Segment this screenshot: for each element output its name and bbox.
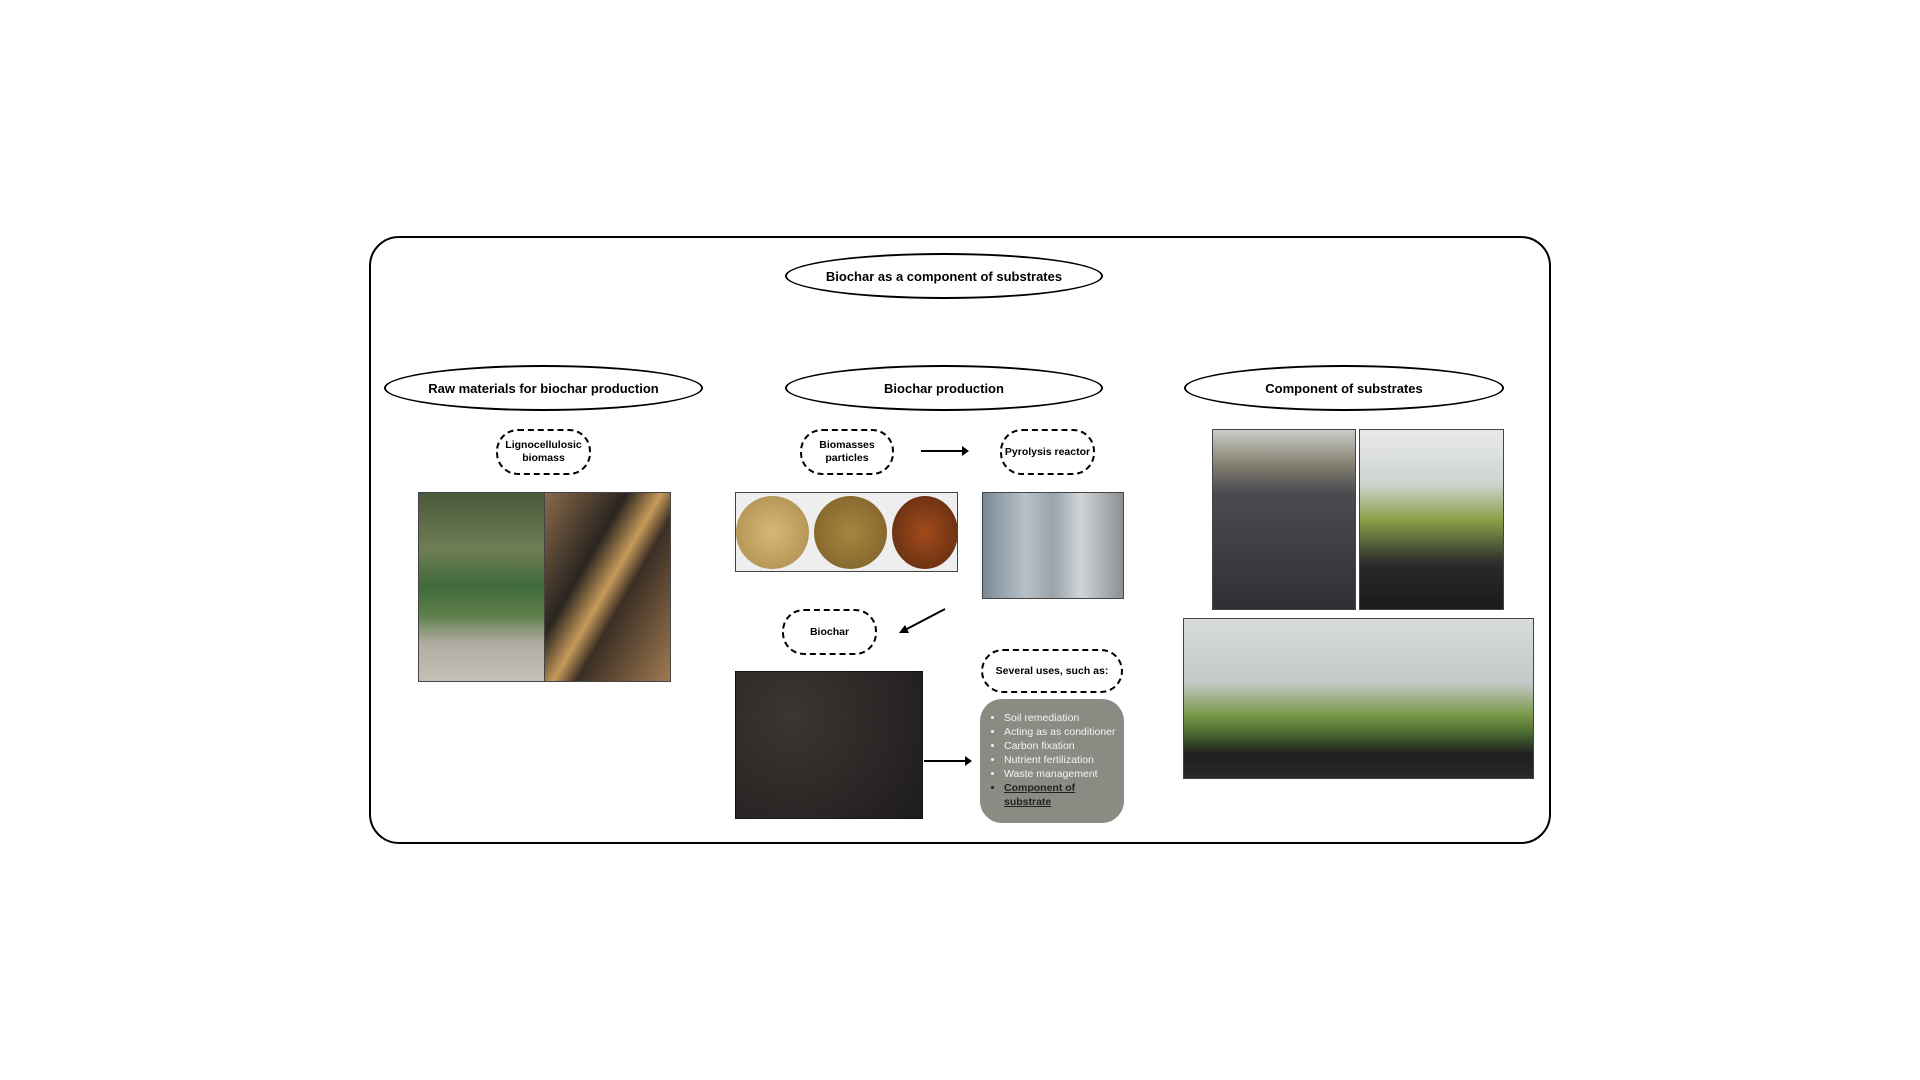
use-item: Nutrient fertilization (1004, 753, 1118, 767)
greenhouse-trays-photo (1212, 429, 1356, 610)
component-substrates-header: Component of substrates (1184, 365, 1504, 411)
biomass-particles-photo (735, 492, 958, 572)
use-item: Waste management (1004, 767, 1118, 781)
use-item-highlighted: Component of substrate (1004, 781, 1118, 809)
biomasses-particles-label: Biomasses particles (800, 429, 894, 475)
pyrolysis-reactor-photo (982, 492, 1124, 599)
forest-biomass-photo (418, 492, 545, 682)
biochar-production-header: Biochar production (785, 365, 1103, 411)
wood-log-photo (544, 492, 671, 682)
uses-list-box: Soil remediation Acting as as conditione… (980, 699, 1124, 823)
use-item: Soil remediation (1004, 711, 1118, 725)
arrow-diagonal-icon (899, 608, 946, 633)
biochar-photo (735, 671, 923, 819)
raw-materials-header: Raw materials for biochar production (384, 365, 703, 411)
several-uses-label: Several uses, such as: (981, 649, 1123, 693)
arrow-right-icon (924, 756, 972, 766)
pyrolysis-reactor-label: Pyrolysis reactor (1000, 429, 1095, 475)
seedlings-closeup-photo (1359, 429, 1504, 610)
main-title: Biochar as a component of substrates (785, 253, 1103, 299)
greenhouse-seedlings-photo (1183, 618, 1534, 779)
biochar-label: Biochar (782, 609, 877, 655)
use-item: Acting as as conditioner (1004, 725, 1118, 739)
lignocellulosic-label: Lignocellulosic biomass (496, 429, 591, 475)
arrow-right-icon (921, 446, 969, 456)
diagram-frame (369, 236, 1551, 844)
use-item: Carbon fixation (1004, 739, 1118, 753)
